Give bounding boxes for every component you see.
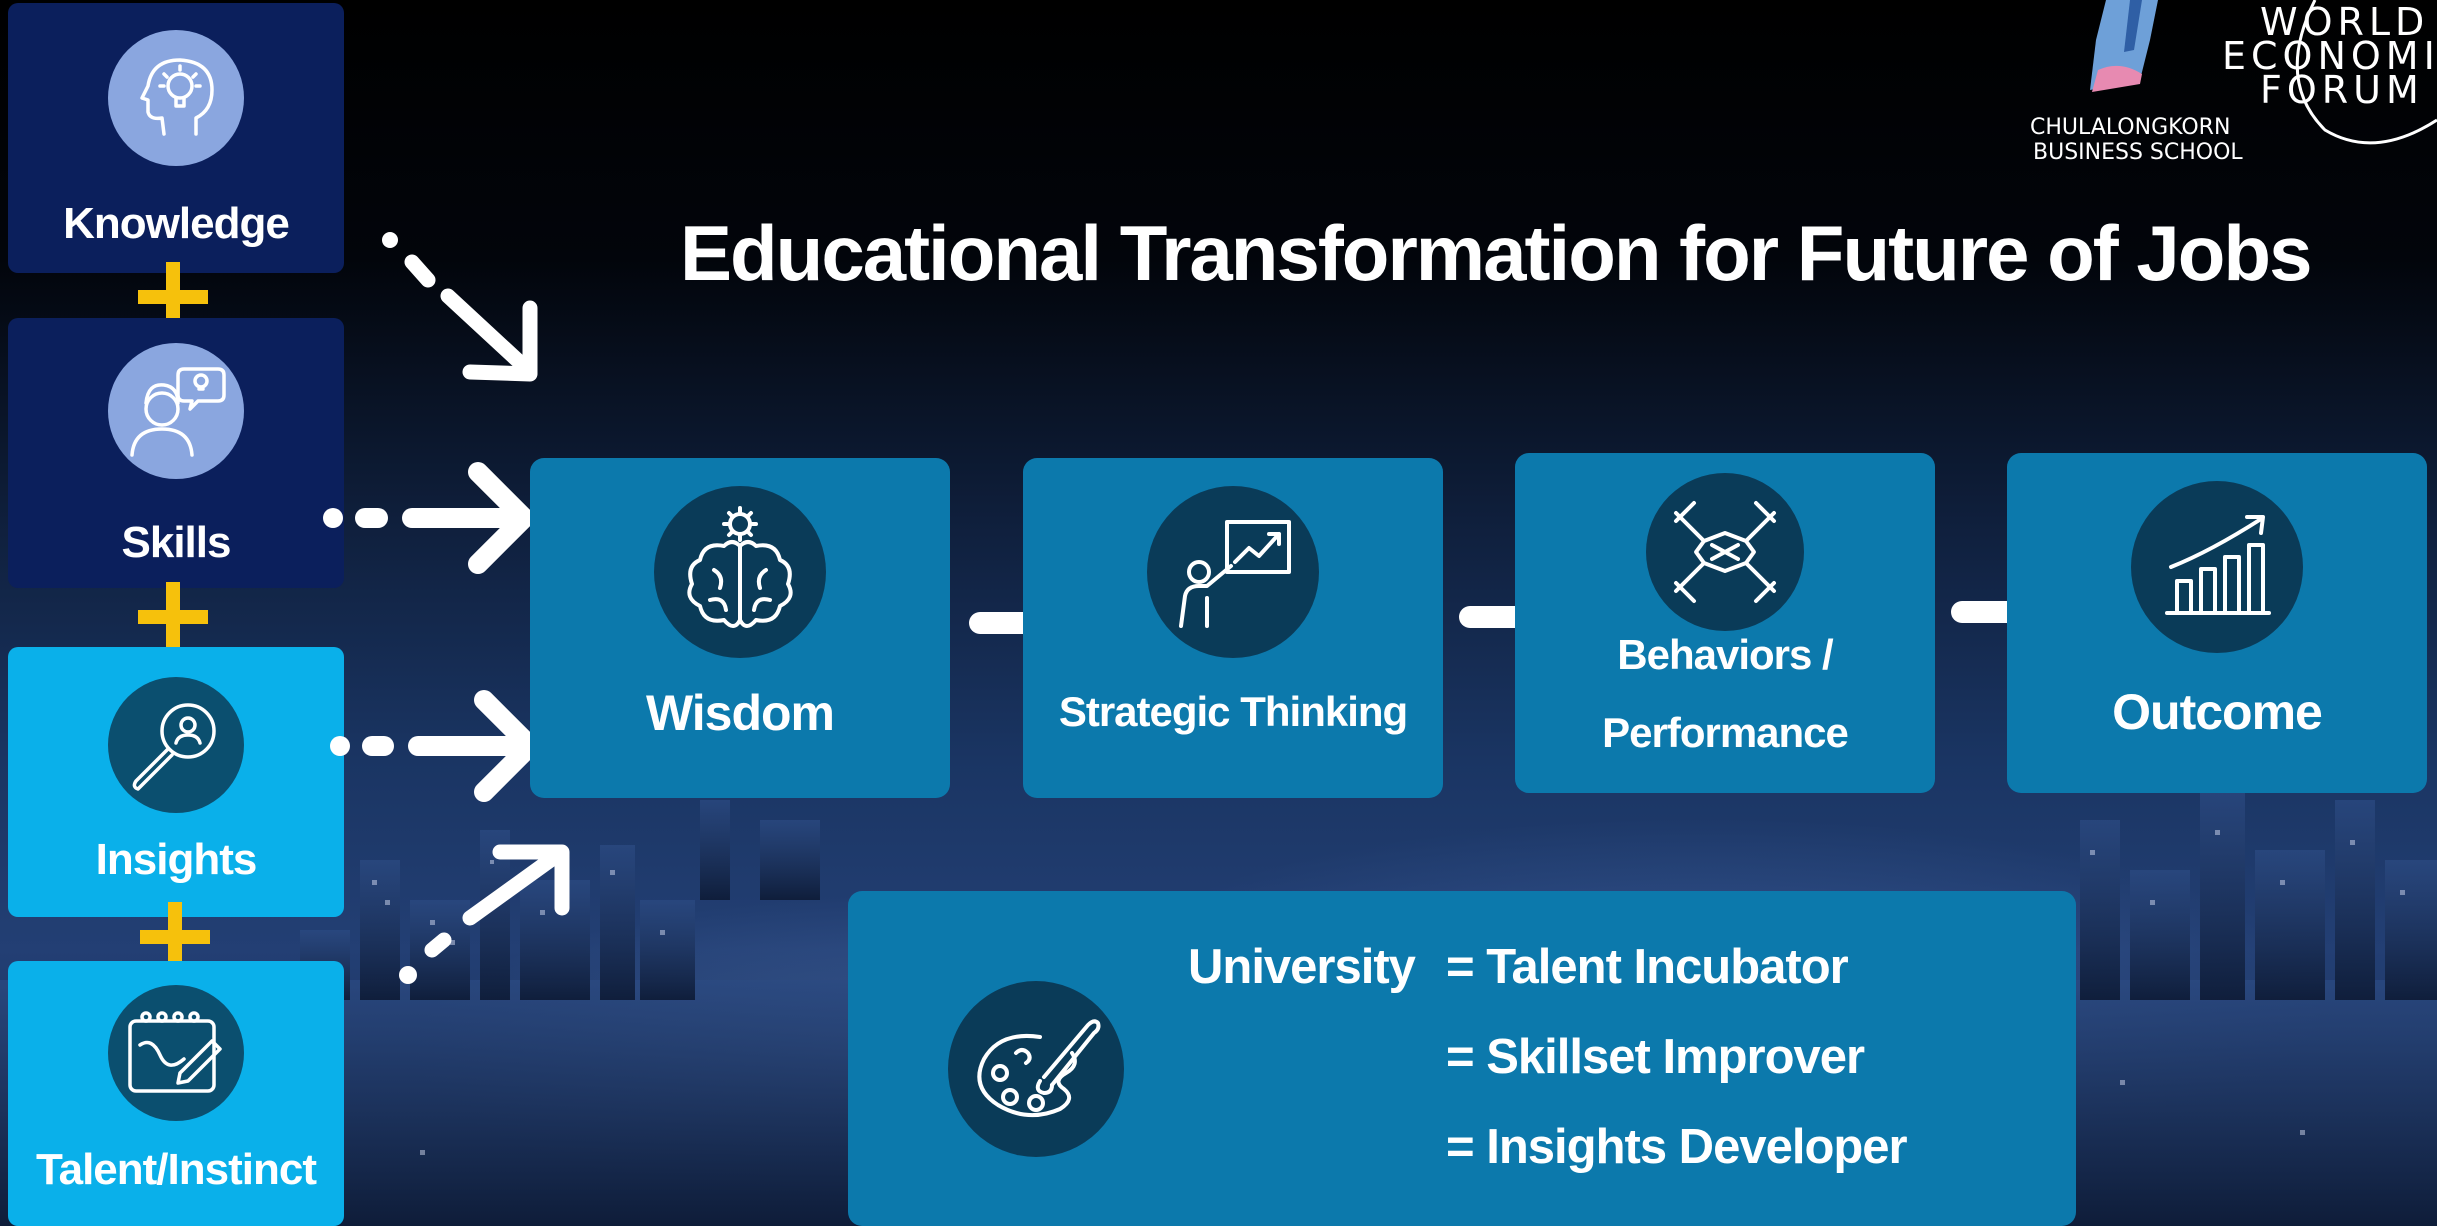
input-label-skills: Skills [121,518,232,567]
wef-logo-line3: FORUM [2260,68,2424,112]
brain-gear-icon [654,486,826,658]
plus-sign-2 [138,582,208,652]
wef-logo-line1: WORLD [2260,0,2430,44]
growth-chart-icon [2131,481,2303,653]
flow-box-behaviors-performance: Behaviors / Performance [1515,453,1935,793]
flow-label-behaviors: Behaviors / [1617,631,1833,678]
magnifier-person-icon [108,677,244,813]
arrow-insights-to-wisdom [330,690,540,802]
input-box-skills: Skills [8,318,344,588]
input-label-talent: Talent/Instinct [36,1145,317,1194]
chulalongkorn-emblem-icon [2090,0,2158,92]
input-label-insights: Insights [95,835,258,884]
input-box-insights: Insights [8,647,344,917]
flow-label-performance: Performance [1602,709,1849,756]
flow-label-outcome: Outcome [2112,684,2323,740]
input-box-talent: Talent/Instinct [8,961,344,1226]
flow-box-outcome: Outcome [2007,453,2427,793]
arrow-knowledge-to-wisdom [382,232,538,382]
flow-box-strategic-thinking: Strategic Thinking [1023,458,1443,798]
notepad-pencil-icon [108,985,244,1121]
input-label-knowledge: Knowledge [63,199,290,248]
flow-label-strategic-thinking: Strategic Thinking [1058,688,1408,735]
arrow-skills-to-wisdom [323,462,534,574]
wef-arc-icon [2295,0,2437,145]
input-box-knowledge: Knowledge [8,3,344,273]
university-role-insights-developer: = Insights Developer [1446,1120,1908,1174]
wef-logo-line2: ECONOMIC [2222,34,2437,78]
flow-box-wisdom: Wisdom [530,458,950,798]
person-idea-bubble-icon [108,343,244,479]
chula-logo-line1: CHULALONGKORN [2030,115,2231,140]
plus-sign-3 [140,902,210,972]
joined-hands-icon [1646,473,1804,631]
chula-logo-line2: BUSINESS SCHOOL [2033,140,2243,165]
university-subject: University [1188,940,1416,994]
university-box: University = Talent Incubator = Skillset… [848,891,2076,1226]
arrow-talent-to-wisdom [399,844,570,984]
plus-sign-1 [138,262,208,332]
university-role-talent-incubator: = Talent Incubator [1446,940,1849,994]
university-role-skillset-improver: = Skillset Improver [1446,1030,1865,1084]
page-title: Educational Transformation for Future of… [680,209,2312,297]
presenter-chart-icon [1147,486,1319,658]
flow-label-wisdom: Wisdom [646,685,835,741]
head-lightbulb-icon [108,30,244,166]
palette-brush-icon [948,981,1124,1157]
